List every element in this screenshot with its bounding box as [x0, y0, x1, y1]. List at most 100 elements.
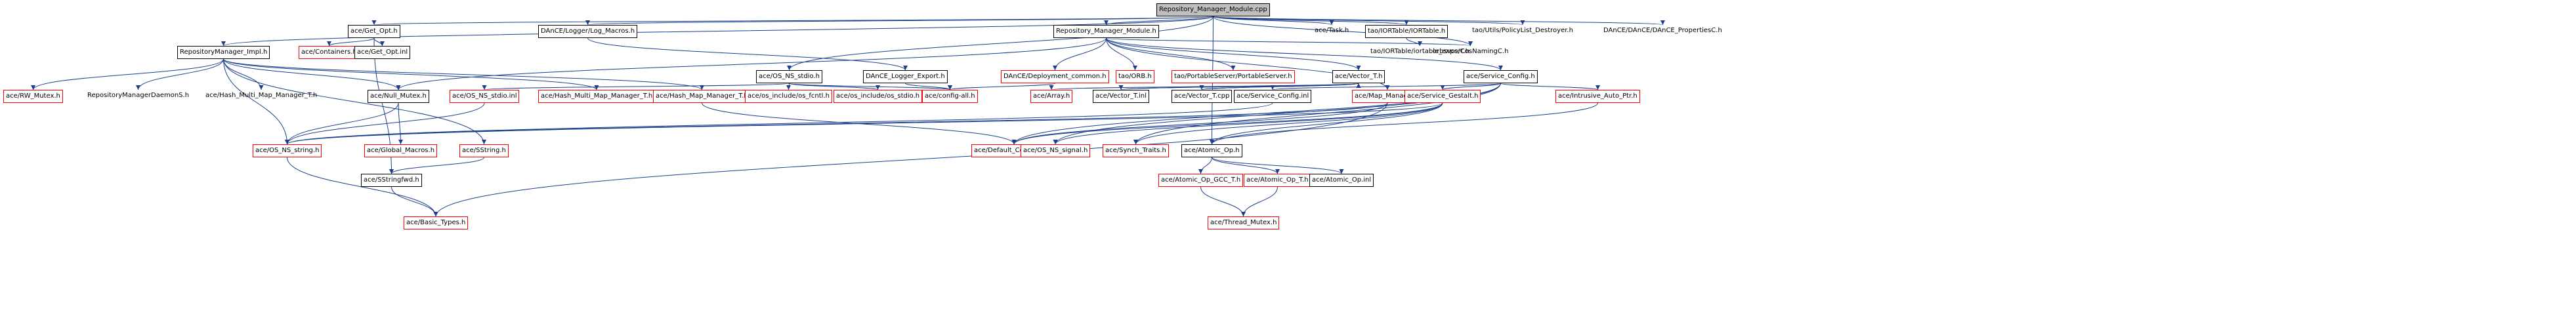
edge-repimpl-sstring — [223, 58, 486, 145]
edge-repimpl-hashmapt — [223, 58, 704, 90]
edge-repmodh-depcommon — [1053, 37, 1107, 71]
node-osnsstdio[interactable]: ace/OS_NS_stdio.h — [756, 70, 822, 83]
edge-osnsstdio-configall — [789, 83, 952, 90]
edge-depcommon-configall — [948, 83, 1055, 90]
edge-root-policylist — [1213, 16, 1525, 26]
edge-atomicop-atomict — [1212, 157, 1280, 174]
edge-osnsstdioinl-osnsstring — [285, 102, 485, 145]
edge-osnsstdio-osfcntl — [786, 83, 792, 90]
node-sstring[interactable]: ace/SString.h — [459, 144, 509, 157]
node-atomicgcc[interactable]: ace/Atomic_Op_GCC_T.h — [1158, 174, 1244, 187]
edge-nullmutex-globalmacros — [398, 102, 403, 145]
edge-svcgestalt-defconst — [1011, 102, 1443, 145]
edge-nullmutex-osnsstring — [285, 102, 399, 145]
node-orb[interactable]: tao/ORB.h — [1116, 70, 1154, 83]
node-getopt[interactable]: ace/Get_Opt.h — [348, 25, 400, 38]
edge-root-getopt — [372, 16, 1214, 26]
node-hashmultt[interactable]: ace/Hash_Multi_Map_Manager_T.h — [205, 92, 318, 99]
node-osnsstring[interactable]: ace/OS_NS_string.h — [253, 144, 322, 157]
node-atomict[interactable]: ace/Atomic_Op_T.h — [1244, 174, 1311, 187]
edge-root-osnsstdio — [787, 16, 1214, 71]
node-svcconfiginl[interactable]: ace/Service_Config.inl — [1234, 90, 1312, 103]
node-atomicinl[interactable]: ace/Atomic_Op.inl — [1309, 174, 1374, 187]
node-getoptinl[interactable]: ace/Get_Opt.inl — [354, 46, 411, 59]
edge-atomict-threadmutex — [1241, 186, 1278, 217]
node-osstdio[interactable]: ace/os_include/os_stdio.h — [834, 90, 923, 103]
edge-sstring-sstringfwd — [389, 157, 484, 174]
node-configall[interactable]: ace/config-all.h — [922, 90, 978, 103]
edge-svcconfig-svcconfiginl — [1270, 83, 1501, 90]
node-synchtraits[interactable]: ace/Synch_Traits.h — [1103, 144, 1169, 157]
edge-repmodh-orb — [1106, 37, 1137, 71]
node-osfcntl[interactable]: ace/os_include/os_fcntl.h — [745, 90, 832, 103]
node-svcgestalt[interactable]: ace/Service_Gestalt.h — [1404, 90, 1481, 103]
node-logmacros[interactable]: DAnCE/Logger/Log_Macros.h — [538, 25, 638, 38]
node-iortable[interactable]: tao/IORTable/IORTable.h — [1365, 25, 1448, 38]
edge-repmodh-cosnaming — [1106, 37, 1473, 47]
node-daemons[interactable]: RepositoryManagerDaemonS.h — [87, 92, 190, 99]
node-nullmutex[interactable]: ace/Null_Mutex.h — [368, 90, 429, 103]
node-hashmultth[interactable]: ace/Hash_Multi_Map_Manager_T.h — [538, 90, 656, 103]
node-policylist[interactable]: tao/Utils/PolicyList_Destroyer.h — [1472, 27, 1573, 34]
node-loggerexport[interactable]: DAnCE_Logger_Export.h — [863, 70, 948, 83]
edge-osnsstring-basictypes — [287, 157, 438, 217]
node-depcommon[interactable]: DAnCE/Deployment_common.h — [1001, 70, 1109, 83]
node-basictypes[interactable]: ace/Basic_Types.h — [404, 216, 469, 229]
edge-iortable-ioexport — [1406, 37, 1422, 47]
edge-osnsstdio-osnsstdioinl — [482, 83, 790, 90]
node-root[interactable]: Repository_Manager_Module.cpp — [1156, 3, 1270, 16]
edge-mapmanager-defconst — [1011, 102, 1388, 145]
edge-root-logmacros — [586, 16, 1214, 26]
node-array[interactable]: ace/Array.h — [1030, 90, 1073, 103]
edge-svcgestalt-synchtraits — [1133, 102, 1443, 145]
node-dancepropc[interactable]: DAnCE/DAnCE/DAnCE_PropertiesC.h — [1603, 27, 1722, 34]
edge-root-repimpl — [221, 16, 1214, 47]
edge-repmodh-pserver — [1106, 37, 1236, 71]
edge-repmodh-svcconfig — [1106, 37, 1503, 71]
edge-svcconfig-svcgestalt — [1440, 83, 1501, 90]
edge-repimpl-nullmutex — [223, 58, 401, 90]
edge-repimpl-hashmultth — [223, 58, 599, 90]
node-svcconfig[interactable]: ace/Service_Config.h — [1464, 70, 1538, 83]
node-containers[interactable]: ace/Containers.h — [299, 46, 360, 59]
edge-sstringfwd-basictypes — [391, 186, 438, 217]
node-cosnaming[interactable]: orbsvcs/CosNamingC.h — [1433, 48, 1509, 55]
node-repmodh[interactable]: Repository_Manager_Module.h — [1053, 25, 1159, 38]
edge-svcconfig-intrusive — [1500, 83, 1600, 90]
edge-getopt-getoptinl — [373, 37, 385, 47]
node-vectort[interactable]: ace/Vector_T.h — [1332, 70, 1385, 83]
edge-root-iortable — [1213, 16, 1409, 26]
node-task[interactable]: ace/Task.h — [1315, 27, 1349, 34]
node-hashmapt[interactable]: ace/Hash_Map_Manager_T.h — [653, 90, 751, 103]
edge-repimpl-osnsstring — [223, 58, 289, 145]
node-vectortcpp[interactable]: ace/Vector_T.cpp — [1172, 90, 1233, 103]
node-globalmacros[interactable]: ace/Global_Macros.h — [364, 144, 438, 157]
edge-repmodh-nullmutex — [396, 37, 1107, 90]
edge-repimpl-rwmutex — [31, 58, 224, 90]
node-pserver[interactable]: tao/PortableServer/PortableServer.h — [1172, 70, 1295, 83]
node-repimpl[interactable]: RepositoryManager_Impl.h — [177, 46, 270, 59]
node-sstringfwd[interactable]: ace/SStringfwd.h — [361, 174, 422, 187]
node-osnsstdioinl[interactable]: ace/OS_NS_stdio.inl — [450, 90, 520, 103]
node-intrusive[interactable]: ace/Intrusive_Auto_Ptr.h — [1555, 90, 1640, 103]
node-osnssignal[interactable]: ace/OS_NS_signal.h — [1021, 144, 1091, 157]
node-vectortinl[interactable]: ace/Vector_T.inl — [1093, 90, 1150, 103]
node-atomicop[interactable]: ace/Atomic_Op.h — [1181, 144, 1242, 157]
edge-atomicgcc-threadmutex — [1200, 186, 1246, 217]
edge-repimpl-daemons — [136, 58, 224, 90]
node-ioexport[interactable]: tao/IORTable/iortable_export.h — [1370, 48, 1470, 55]
edge-repmodh-vectort — [1106, 37, 1361, 71]
edge-mapmanager-basictypes — [433, 102, 1388, 217]
node-rwmutex[interactable]: ace/RW_Mutex.h — [3, 90, 63, 103]
edge-logmacros-loggerexport — [587, 37, 908, 71]
edge-atomicop-atomicgcc — [1198, 157, 1212, 174]
edge-svcgestalt-atomicop — [1210, 102, 1443, 145]
edge-root-cosnaming — [1213, 16, 1473, 47]
edge-svcconfiginl-osnsstring — [285, 102, 1273, 145]
node-threadmutex[interactable]: ace/Thread_Mutex.h — [1208, 216, 1280, 229]
edge-root-dancepropc — [1213, 16, 1665, 26]
edge-svcgestalt-osnssignal — [1053, 102, 1443, 145]
edge-atomicop-atomicinl — [1212, 157, 1344, 174]
